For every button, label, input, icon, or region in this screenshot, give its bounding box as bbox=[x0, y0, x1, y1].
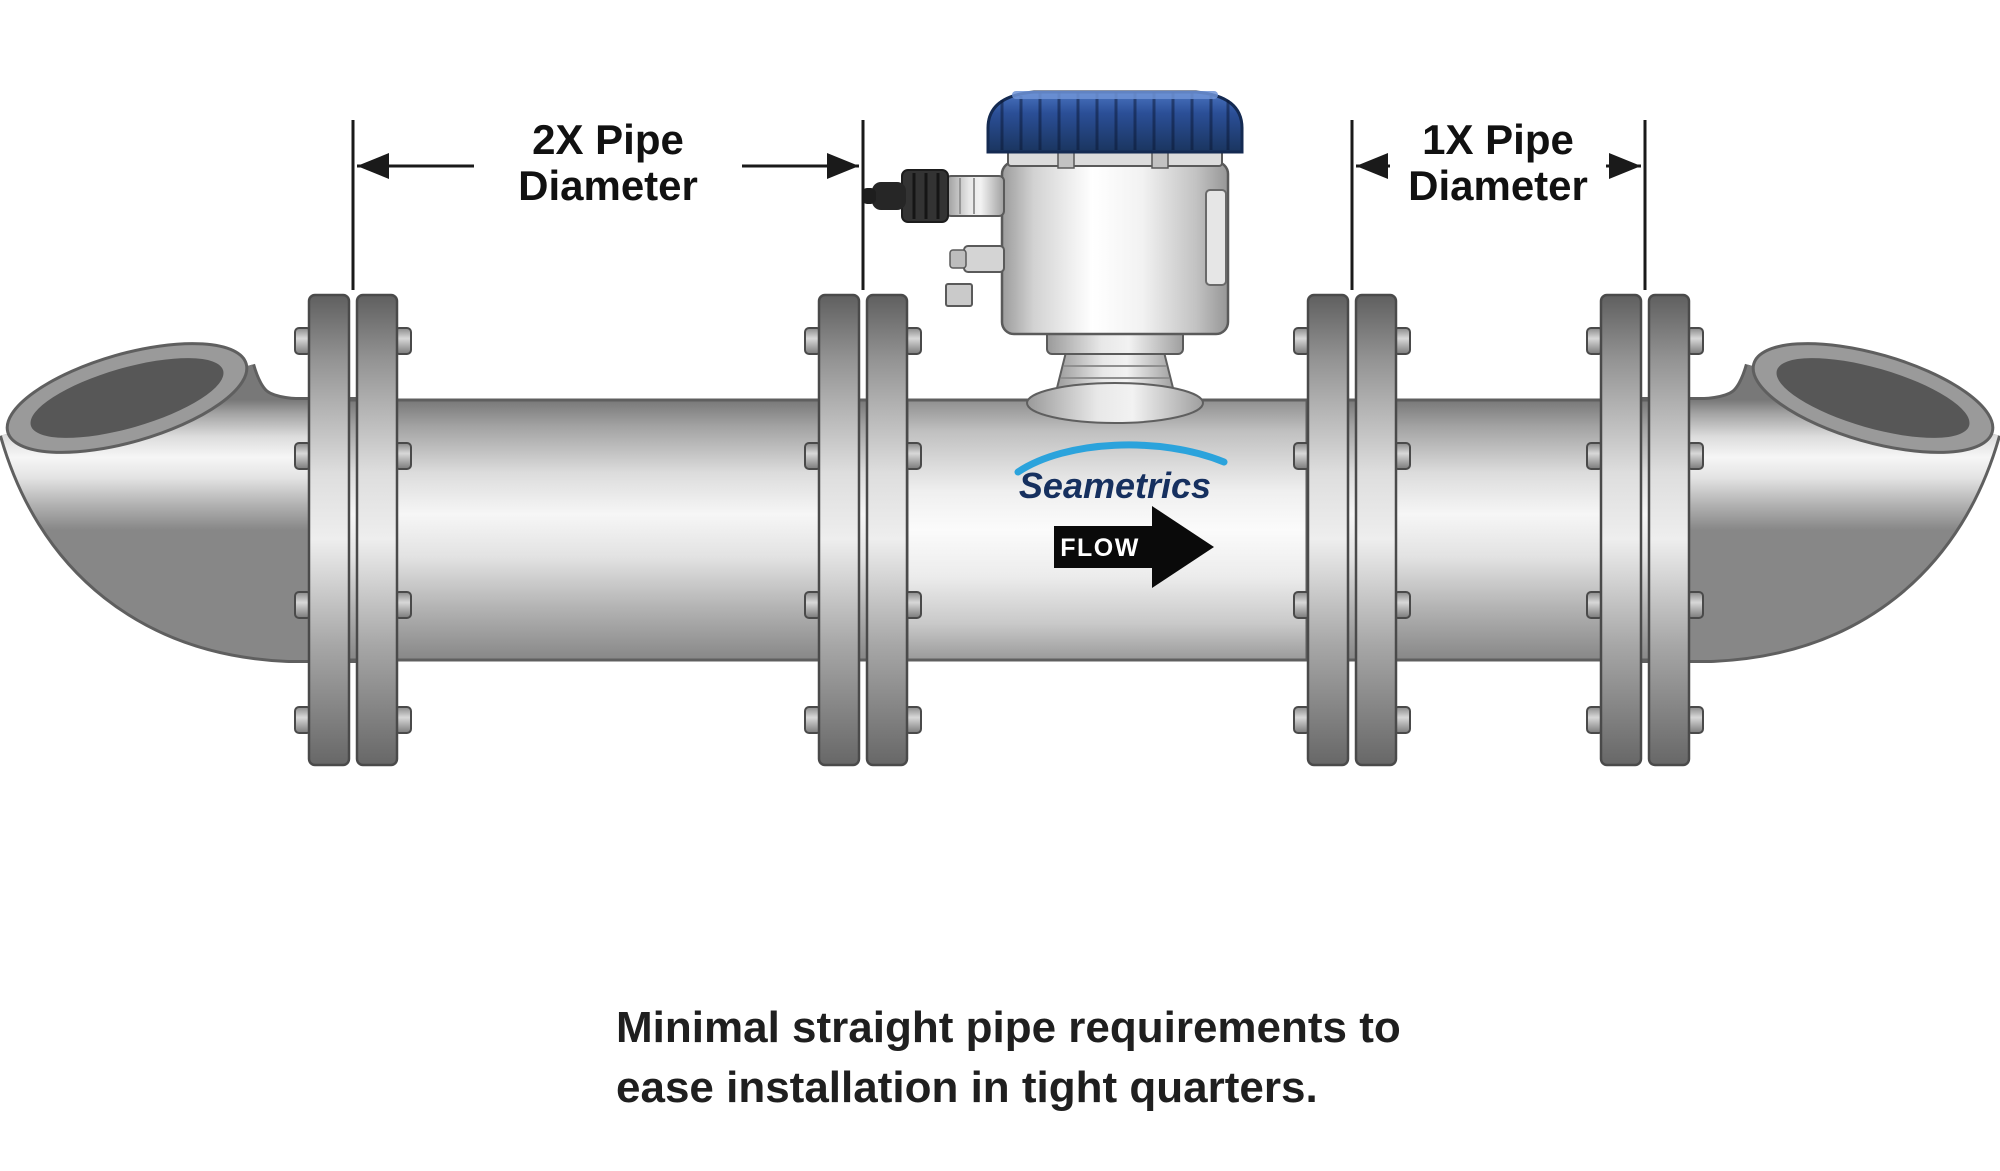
caption-line1: Minimal straight pipe requirements to bbox=[616, 1003, 1401, 1052]
flow-label: FLOW bbox=[1060, 534, 1140, 562]
caption: Minimal straight pipe requirements to ea… bbox=[616, 1003, 1401, 1112]
conduit-hub-ridges bbox=[959, 178, 975, 214]
left-elbow bbox=[0, 342, 362, 663]
meter-side-panel bbox=[1205, 189, 1227, 286]
plug-fitting bbox=[963, 245, 1005, 273]
right-elbow bbox=[1638, 342, 2000, 663]
cable-stub bbox=[872, 182, 906, 210]
dimension-label-bg bbox=[1390, 110, 1606, 214]
right-elbow-bore bbox=[1776, 358, 1970, 438]
lid-ribs bbox=[1000, 92, 1230, 150]
seametrics-logo: Seametrics bbox=[1014, 441, 1228, 506]
flow-arrow-tail bbox=[1054, 526, 1152, 568]
brand-name: Seametrics bbox=[1019, 465, 1211, 506]
dimension-right-label-line1: 1X Pipe bbox=[1422, 116, 1574, 163]
meter-neck-threads bbox=[1061, 365, 1169, 379]
flow-arrow-head-icon bbox=[1152, 506, 1214, 588]
arrowhead-left-icon bbox=[1356, 153, 1388, 179]
cable-gland-ridges bbox=[912, 173, 940, 219]
left-elbow-bore bbox=[30, 358, 224, 438]
meter-saddle bbox=[1026, 382, 1204, 424]
cable-tip bbox=[862, 188, 876, 204]
meter-body bbox=[1000, 160, 1230, 336]
dimension-label-bg bbox=[474, 110, 742, 214]
logo-swoosh-icon bbox=[1014, 441, 1228, 476]
mount-tab bbox=[945, 283, 973, 307]
flow-meter bbox=[862, 90, 1244, 424]
arrowhead-left-icon bbox=[357, 153, 389, 179]
caption-line2: ease installation in tight quarters. bbox=[616, 1063, 1318, 1112]
arrowhead-right-icon bbox=[827, 153, 859, 179]
dimension-right: 1X Pipe Diameter bbox=[1350, 110, 1647, 290]
dimension-right-label-line2: Diameter bbox=[1408, 162, 1588, 209]
dimension-left: 2X Pipe Diameter bbox=[351, 110, 865, 290]
dimension-left-label-line2: Diameter bbox=[518, 162, 698, 209]
plug-fitting-step bbox=[949, 249, 967, 269]
arrowhead-right-icon bbox=[1609, 153, 1641, 179]
dimension-left-label-line1: 2X Pipe bbox=[532, 116, 684, 163]
flow-arrow: FLOW bbox=[1054, 506, 1214, 588]
lid-top-highlight bbox=[1012, 91, 1218, 99]
